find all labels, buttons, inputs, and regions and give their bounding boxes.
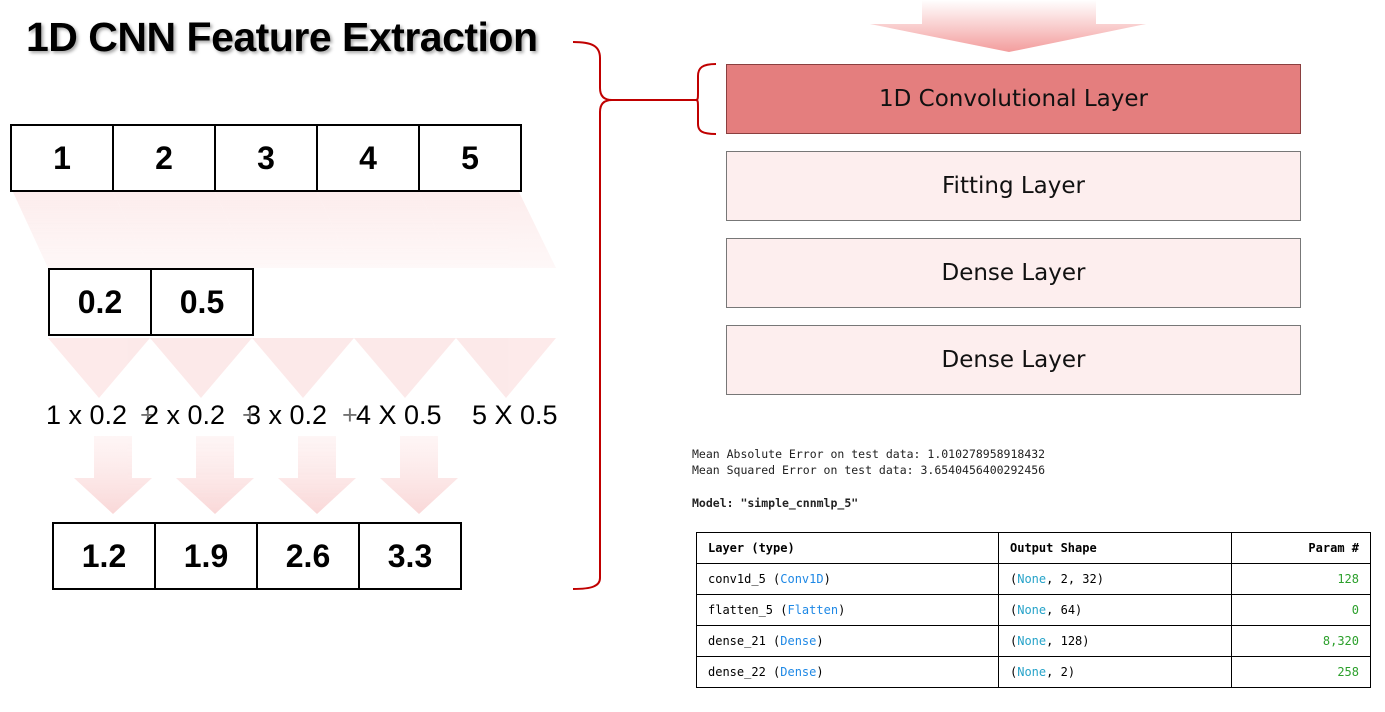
shape-cell: (None, 2): [998, 656, 1232, 688]
layer-dense-1: Dense Layer: [726, 238, 1301, 308]
table-row: dense_22 (Dense) (None, 2) 258: [696, 656, 1371, 688]
layer-cell: flatten_5 (Flatten): [696, 594, 999, 626]
shape-dims: , 128: [1046, 634, 1083, 648]
top-flow-arrow: [870, 0, 1146, 52]
param-cell: 8,320: [1231, 625, 1371, 657]
calc-term: 3 x 0.2: [246, 400, 328, 430]
input-cell: 5: [418, 124, 522, 192]
calc-to-output-arrows: [74, 436, 458, 514]
layer-name: dense_22: [708, 665, 766, 679]
convolution-calculation: 1 x 0.2 + 2 x 0.2 + 3 x 0.2 + 4 X 0.5 5 …: [44, 398, 584, 436]
layer-name: conv1d_5: [708, 572, 766, 586]
input-to-kernel-flow: [12, 190, 556, 268]
conv-layer-bracket: [695, 63, 717, 135]
calc-term: 4 X 0.5: [356, 400, 442, 430]
mse-output: Mean Squared Error on test data: 3.65404…: [692, 463, 1046, 477]
calc-term: 5 X 0.5: [472, 400, 558, 430]
header-layer-type: Layer (type): [696, 532, 999, 564]
shape-cell: (None, 2, 32): [998, 563, 1232, 595]
layer-name: flatten_5: [708, 603, 774, 617]
layer-conv1d: 1D Convolutional Layer: [726, 64, 1301, 134]
calc-plus: +: [342, 400, 358, 430]
model-name: Model: "simple_cnnmlp_5": [692, 496, 859, 510]
output-feature-map: 1.2 1.9 2.6 3.3: [52, 522, 462, 590]
header-param-count: Param #: [1231, 532, 1371, 564]
param-cell: 0: [1231, 594, 1371, 626]
kernel-cell: 0.5: [150, 268, 254, 336]
layer-cell: conv1d_5 (Conv1D): [696, 563, 999, 595]
shape-none: None: [1017, 572, 1047, 586]
input-sequence: 1 2 3 4 5: [10, 124, 522, 192]
output-cell: 2.6: [256, 522, 360, 590]
table-row: flatten_5 (Flatten) (None, 64) 0: [696, 594, 1371, 626]
layer-cell: dense_22 (Dense): [696, 656, 999, 688]
layer-cell: dense_21 (Dense): [696, 625, 999, 657]
layer-type: Dense: [780, 665, 817, 679]
shape-cell: (None, 64): [998, 594, 1232, 626]
output-cell: 1.9: [154, 522, 258, 590]
page-title: 1D CNN Feature Extraction: [26, 14, 538, 60]
layer-type: Dense: [780, 634, 817, 648]
output-cell: 1.2: [52, 522, 156, 590]
input-cell: 1: [10, 124, 114, 192]
input-cell: 2: [112, 124, 216, 192]
shape-cell: (None, 128): [998, 625, 1232, 657]
shape-dims: , 2, 32: [1046, 572, 1097, 586]
shape-dims: , 64: [1046, 603, 1076, 617]
layer-dense-2: Dense Layer: [726, 325, 1301, 395]
kernel-cell: 0.2: [48, 268, 152, 336]
kernel-to-calc-flow: [48, 338, 556, 398]
calc-term: 1 x 0.2: [46, 400, 128, 430]
model-summary-table: Layer (type) Output Shape Param # conv1d…: [696, 532, 1371, 688]
layer-type: Conv1D: [780, 572, 824, 586]
layer-type: Flatten: [787, 603, 839, 617]
shape-dims: , 2: [1046, 665, 1068, 679]
shape-none: None: [1017, 634, 1047, 648]
calc-plus: +: [242, 400, 258, 430]
layer-fitting: Fitting Layer: [726, 151, 1301, 221]
table-row: conv1d_5 (Conv1D) (None, 2, 32) 128: [696, 563, 1371, 595]
param-cell: 258: [1231, 656, 1371, 688]
calc-plus: +: [140, 400, 156, 430]
mae-output: Mean Absolute Error on test data: 1.0102…: [692, 447, 1046, 461]
table-row: dense_21 (Dense) (None, 128) 8,320: [696, 625, 1371, 657]
param-cell: 128: [1231, 563, 1371, 595]
output-cell: 3.3: [358, 522, 462, 590]
input-cell: 3: [214, 124, 318, 192]
kernel-weights: 0.2 0.5: [48, 268, 254, 336]
input-cell: 4: [316, 124, 420, 192]
shape-none: None: [1017, 603, 1047, 617]
shape-none: None: [1017, 665, 1047, 679]
header-output-shape: Output Shape: [998, 532, 1232, 564]
calc-term: 2 x 0.2: [144, 400, 226, 430]
layer-name: dense_21: [708, 634, 766, 648]
feature-bracket: [572, 41, 696, 590]
table-header-row: Layer (type) Output Shape Param #: [696, 532, 1371, 564]
